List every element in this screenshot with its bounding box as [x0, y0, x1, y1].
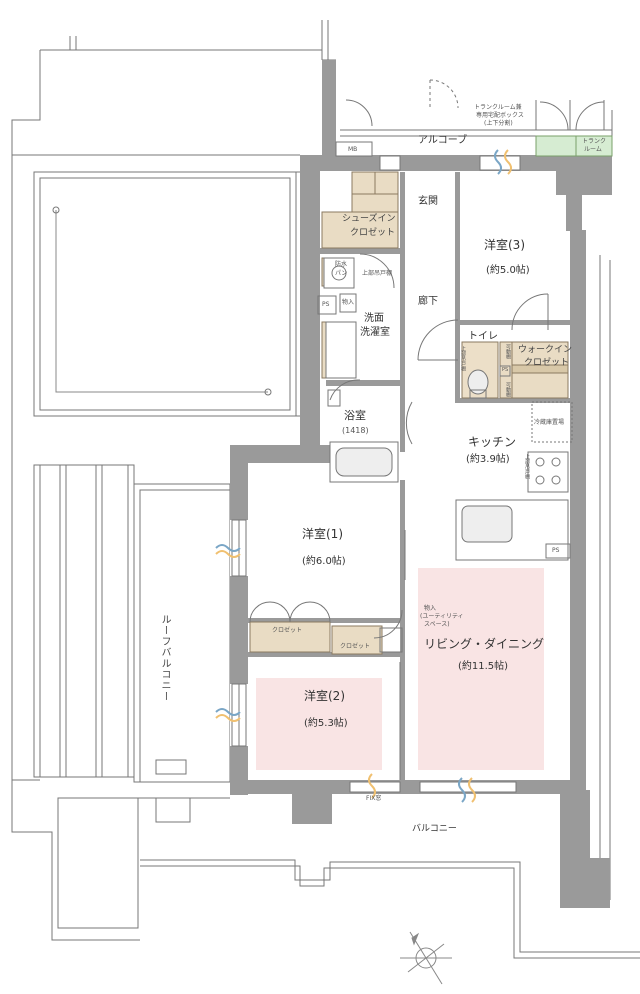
closet-western2: クロゼット: [340, 643, 371, 650]
shoe-closet-line2: クロゼット: [350, 228, 396, 238]
room-entrance: 玄関: [418, 196, 438, 207]
room-hallway: 廊下: [418, 296, 438, 307]
exterior-outlines: [11, 20, 640, 959]
room-washroom-line1: 洗面: [364, 313, 384, 324]
walkin-closet-line2: クロゼット: [524, 358, 570, 368]
room-alcove: アルコーブ: [418, 135, 468, 146]
trunk-note-line1: トランクルーム兼: [474, 104, 522, 111]
compass-icon: [400, 931, 452, 985]
walls: [230, 60, 612, 908]
walkin-closet-line1: ウォークイン: [518, 345, 573, 355]
room-kitchen-name: キッチン: [468, 435, 517, 449]
movable-shelf-top: 可動棚: [505, 344, 511, 359]
fixtures: [317, 257, 573, 653]
room-toilet: トイレ: [468, 331, 498, 342]
shoe-closet-line1: シューズイン: [342, 214, 396, 224]
ps-kitchen: PS: [552, 547, 560, 554]
roof-balcony-label: ルーフバルコニー: [159, 614, 170, 702]
room-bath-size: (1418): [342, 426, 369, 435]
movable-shelf-bottom: 可動棚: [505, 382, 511, 397]
trunk-room-line2: ルーム: [584, 146, 602, 153]
ps-toilet: PS: [502, 367, 509, 373]
closet-western1: クロゼット: [272, 627, 303, 634]
trunk-room-line1: トランク: [582, 138, 607, 145]
living-dining-highlight: [418, 568, 544, 770]
fridge-space: 冷蔵庫置場: [534, 419, 565, 426]
utility-storage-line3: スペース): [424, 621, 450, 628]
trunk-note-line3: (上下分割): [484, 120, 513, 127]
room-kitchen-size: (約3.9帖): [466, 454, 510, 465]
fix-window: FIX窓: [366, 795, 382, 802]
waterproof-pan-line2: パン: [335, 270, 348, 277]
storage-washroom: 物入: [342, 299, 355, 306]
trunk-storage-box: [535, 135, 577, 157]
mb-box: [335, 141, 373, 157]
ps-washroom: PS: [322, 301, 330, 308]
room-living-name: リビング・ダイニング: [424, 637, 545, 651]
room-washroom-line2: 洗濯室: [360, 327, 390, 338]
waterproof-pan-line1: 防水: [335, 261, 348, 268]
western2-highlight: [256, 678, 382, 770]
room-bath-name: 浴室: [344, 409, 366, 422]
utility-storage-line1: 物入: [424, 605, 437, 612]
trunk-note-line2: 専用宅配ボックス: [476, 112, 524, 119]
balcony-label: バルコニー: [412, 824, 457, 834]
label-mb: MB: [348, 146, 358, 153]
room-western3-name: 洋室(3): [484, 238, 525, 252]
upper-cabinet-washroom: 上部吊戸棚: [362, 270, 393, 277]
room-western1-size: (約6.0帖): [302, 556, 346, 567]
upper-cabinet-toilet: 上部吊戸棚: [460, 346, 466, 371]
room-western1-name: 洋室(1): [302, 527, 343, 541]
room-western2-name: 洋室(2): [304, 689, 345, 703]
door-swings: [249, 253, 549, 780]
room-western3-size: (約5.0帖): [486, 265, 530, 276]
room-living-size: (約11.5帖): [458, 661, 509, 672]
ventilation-icons: [215, 149, 512, 803]
utility-storage-line2: (ユーティリティ: [420, 613, 464, 620]
upper-cabinet-kitchen: 上部吊戸棚: [524, 454, 530, 479]
room-western2-size: (約5.3帖): [304, 718, 348, 729]
